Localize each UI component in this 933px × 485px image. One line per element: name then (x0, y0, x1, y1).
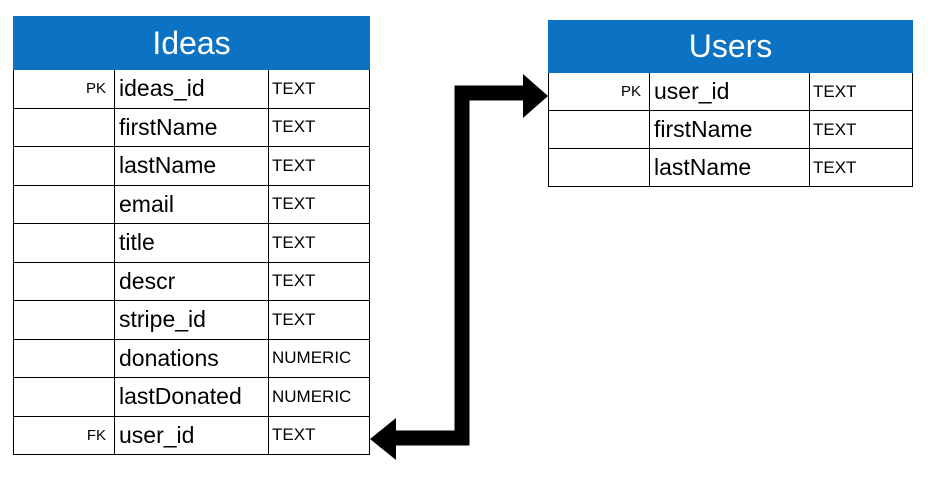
ideas-column-type-cell: TEXT (267, 261, 371, 301)
ideas-column-type-cell: NUMERIC (267, 377, 371, 417)
ideas-table-title: Ideas (12, 16, 371, 70)
ideas-column-type-cell: TEXT (267, 184, 371, 224)
ideas-key-cell (13, 338, 115, 378)
ideas-key-cell: PK (13, 69, 115, 109)
ideas-column-type-cell: NUMERIC (267, 338, 371, 378)
users-column-name-cell: firstName (649, 110, 810, 149)
ideas-key-cell: FK (13, 415, 115, 455)
users-key-cell: PK (548, 72, 650, 111)
ideas-column-name-cell: ideas_id (114, 69, 269, 109)
users-table-title: Users (548, 20, 913, 73)
ideas-column-name-cell: lastName (114, 146, 269, 186)
users-column-type-cell: TEXT (809, 148, 913, 187)
ideas-column-type-cell: TEXT (267, 107, 371, 147)
ideas-key-cell (13, 261, 115, 301)
ideas-column-type-cell: TEXT (267, 223, 371, 263)
connector-line (394, 85, 525, 446)
ideas-key-cell (13, 300, 115, 340)
ideas-key-cell (13, 184, 115, 224)
arrowhead-users (523, 74, 548, 118)
users-column-name-cell: lastName (649, 148, 810, 187)
users-key-cell (548, 148, 650, 187)
ideas-column-type-cell: TEXT (267, 300, 371, 340)
ideas-column-name-cell: descr (114, 261, 269, 301)
ideas-column-name-cell: lastDonated (114, 377, 269, 417)
ideas-column-type-cell: TEXT (267, 415, 371, 455)
ideas-column-name-cell: firstName (114, 107, 269, 147)
ideas-column-type-cell: TEXT (267, 69, 371, 109)
arrowhead-ideas (370, 418, 396, 460)
users-column-name-cell: user_id (649, 72, 810, 111)
